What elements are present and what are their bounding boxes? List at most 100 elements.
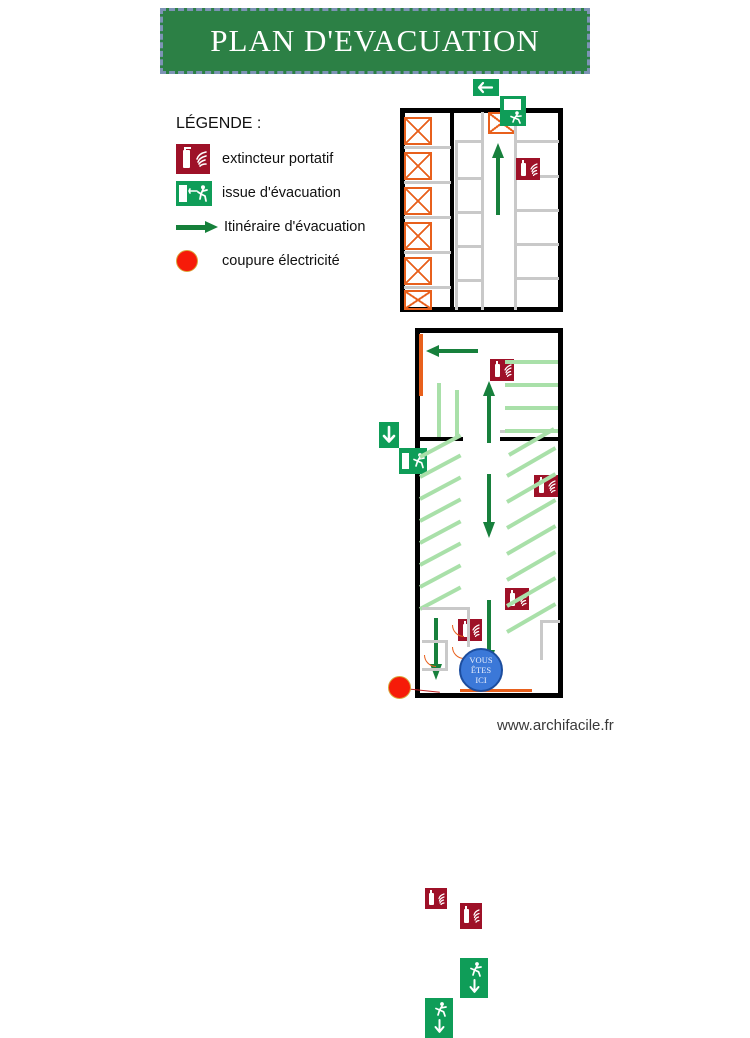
page-title: PLAN D'EVACUATION — [210, 23, 540, 58]
legend-heading: LÉGENDE : — [176, 115, 262, 132]
parking-stripe — [506, 550, 557, 582]
partition-line — [514, 142, 517, 310]
partition-line — [422, 640, 448, 643]
partition-line — [457, 279, 484, 282]
parking-stripe — [505, 383, 558, 387]
partition-line — [481, 112, 484, 142]
partition-line — [457, 245, 484, 248]
flame-icon — [473, 909, 480, 923]
storage-cell — [404, 222, 432, 250]
running-man-icon — [470, 962, 482, 977]
fire-extinguisher-marker — [458, 619, 482, 641]
exit-sign-top — [500, 96, 526, 126]
wall-middle-divider-left — [418, 437, 463, 441]
door-swing-icon — [424, 655, 436, 667]
partition-line — [517, 277, 559, 280]
partition-line — [457, 177, 484, 180]
fire-extinguisher-marker — [516, 158, 540, 180]
floor-plan: VOUS ÊTES ICI — [379, 79, 563, 1038]
watermark-text: www.archifacile.fr — [497, 717, 614, 734]
parking-stripe — [419, 519, 462, 545]
partition-line — [517, 209, 559, 212]
wall-upper-top — [400, 108, 563, 113]
storage-cell — [404, 117, 432, 145]
legend-swatch-coupure — [176, 250, 216, 272]
evacuation-route-arrow-middle — [483, 381, 495, 443]
partition-line — [467, 607, 470, 647]
arrow-left-icon — [477, 81, 494, 94]
storage-cell — [404, 257, 432, 285]
power-cutoff-dot-icon — [176, 250, 198, 272]
parking-stripe — [419, 475, 462, 501]
legend-item-extincteur: extincteur portatif — [176, 142, 406, 176]
partition-line — [457, 211, 484, 214]
partition-line — [517, 243, 559, 246]
parking-stripe — [505, 406, 558, 410]
legend-swatch-issue — [176, 180, 216, 206]
storage-cell — [404, 187, 432, 215]
parking-stripe — [506, 498, 557, 530]
legend-item-coupure: coupure électricité — [176, 244, 406, 278]
flame-icon — [472, 624, 480, 637]
wall-main-bottom — [415, 693, 563, 698]
partition-line — [422, 668, 448, 671]
arrow-down-icon — [434, 1019, 445, 1033]
power-cutoff-marker — [388, 676, 411, 699]
legend-item-issue: issue d'évacuation — [176, 176, 406, 210]
door-swing-icon — [452, 625, 464, 637]
legend-swatch-extincteur — [176, 144, 216, 174]
fire-extinguisher-marker — [490, 359, 514, 381]
exit-sign-bottom-right — [425, 998, 453, 1038]
wall-main-top — [415, 328, 563, 333]
partition-line — [457, 140, 484, 143]
parking-stripe — [419, 541, 462, 567]
legend: LÉGENDE : extincteur portatif — [176, 115, 406, 278]
evacuation-route-arrow-upper — [492, 143, 504, 215]
fire-extinguisher-icon — [176, 144, 210, 174]
partition-line — [404, 181, 451, 184]
evacuation-route-arrow-lower — [483, 474, 495, 538]
legend-swatch-itineraire — [176, 221, 218, 233]
parking-stripe — [455, 390, 459, 437]
partition-line — [540, 620, 543, 660]
parking-stripe — [419, 497, 462, 523]
arrow-down-icon — [382, 425, 396, 443]
running-man-icon — [510, 111, 522, 124]
evacuation-route-arrow-left — [426, 345, 478, 357]
partition-line — [422, 607, 470, 610]
evacuation-route-arrow-icon — [176, 221, 218, 233]
emergency-exit-icon — [176, 180, 212, 206]
you-are-here-line2: ÊTES — [470, 665, 492, 675]
you-are-here-line1: VOUS — [469, 655, 493, 665]
parking-stripe — [505, 360, 558, 364]
partition-line — [404, 286, 451, 289]
wall-upper-inner-vertical — [450, 110, 454, 309]
legend-item-itineraire: Itinéraire d'évacuation — [176, 210, 406, 244]
you-are-here-badge: VOUS ÊTES ICI — [459, 648, 503, 692]
exit-sign-bottom-left — [460, 958, 488, 998]
you-are-here-line3: ICI — [475, 675, 487, 685]
legend-label-extincteur: extincteur portatif — [222, 151, 334, 167]
partition-line — [540, 620, 560, 623]
evacuation-plan-page: PLAN D'EVACUATION LÉGENDE : extincteur p… — [160, 8, 614, 1038]
exit-door-strip-bottom — [460, 689, 532, 692]
partition-line — [445, 640, 448, 668]
fire-extinguisher-marker — [425, 888, 447, 909]
wall-main-left — [415, 328, 420, 698]
wall-upper-right — [558, 108, 563, 312]
partition-line — [455, 140, 458, 310]
parking-stripe — [437, 383, 441, 437]
storage-cell — [404, 152, 432, 180]
exit-door-strip-left — [419, 334, 423, 396]
running-man-icon — [435, 1002, 447, 1017]
partition-line — [514, 140, 559, 143]
wall-main-right — [558, 328, 563, 698]
exit-sign-arrow-down-middle — [379, 422, 399, 448]
parking-stripe — [419, 563, 462, 589]
partition-line — [404, 216, 451, 219]
legend-label-issue: issue d'évacuation — [222, 185, 341, 201]
flame-icon — [548, 480, 556, 493]
partition-line — [404, 146, 451, 149]
page-title-banner: PLAN D'EVACUATION — [160, 8, 590, 74]
storage-cell — [404, 290, 432, 310]
